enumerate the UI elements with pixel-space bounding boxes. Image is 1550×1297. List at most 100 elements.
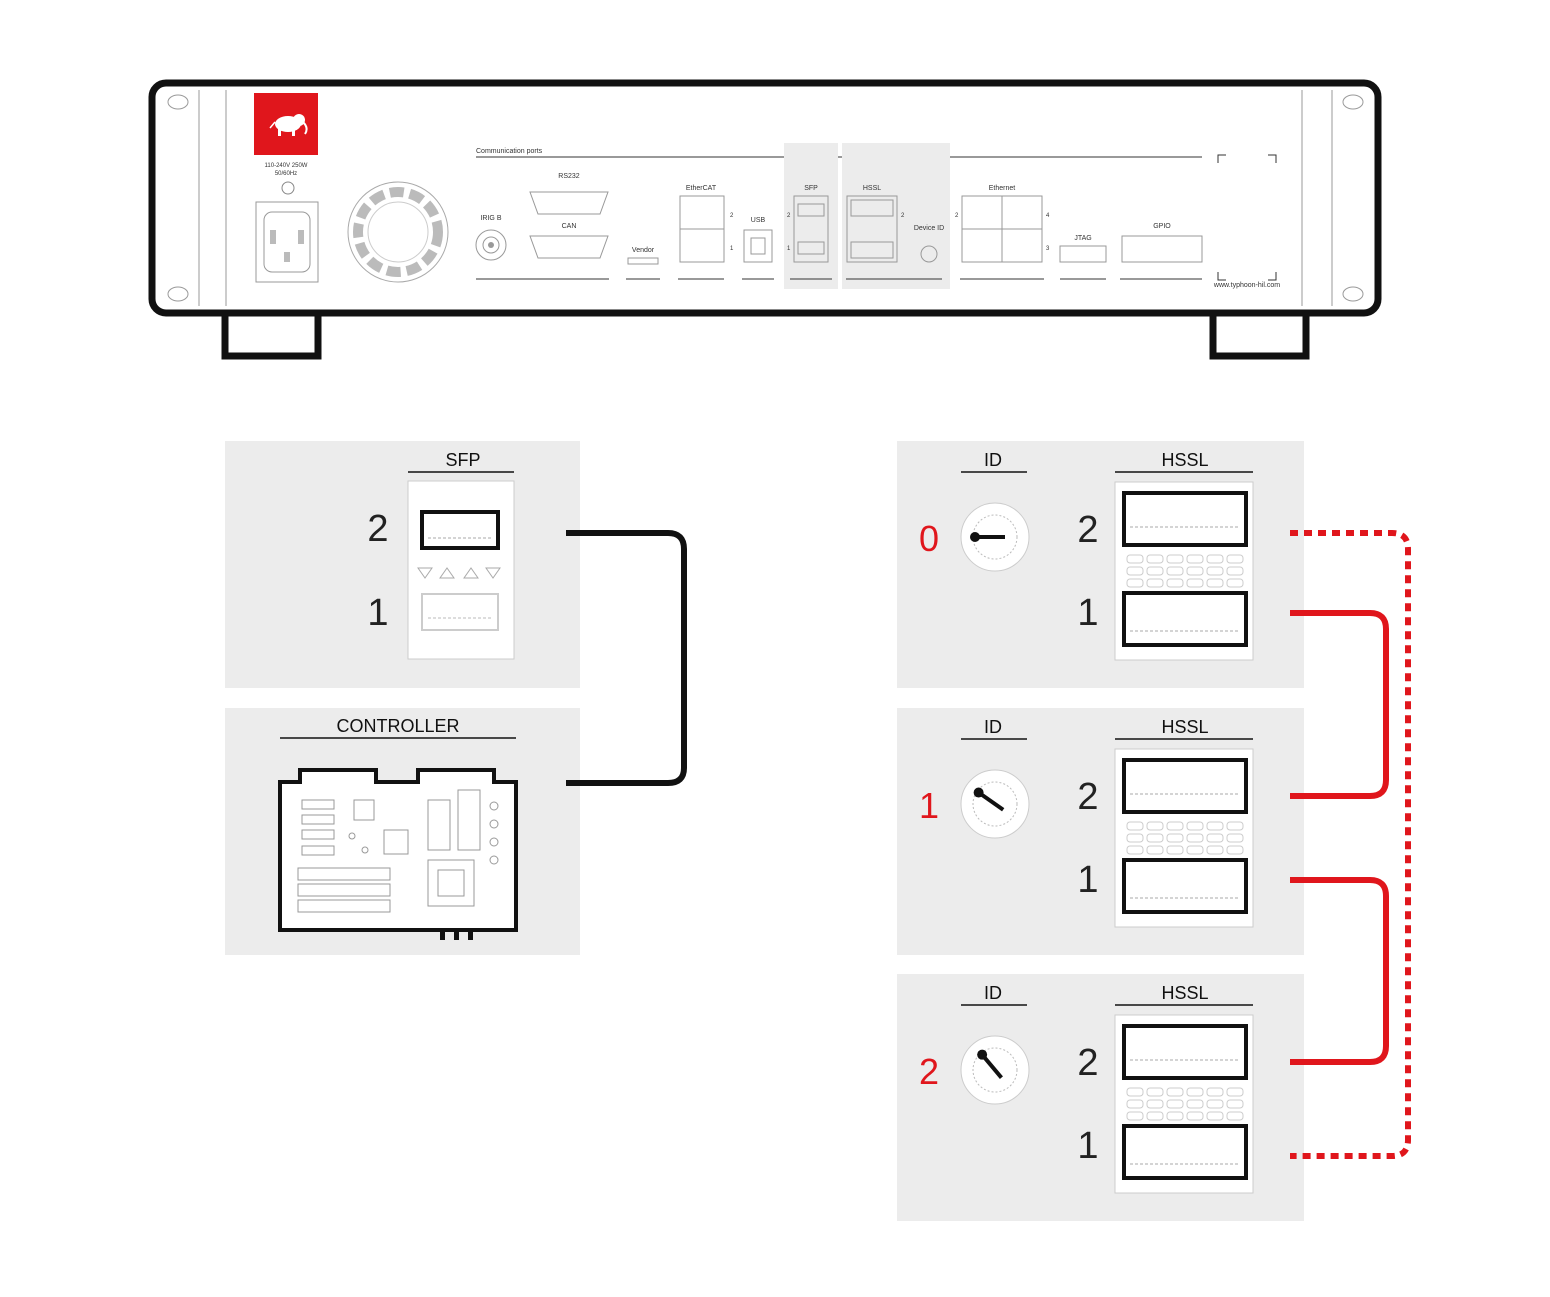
ethercat-port-1-number: 1 xyxy=(730,246,734,252)
hssl-vent-slot xyxy=(1166,1099,1184,1109)
device-id-switch xyxy=(920,245,938,263)
communication-ports-title: Communication ports xyxy=(476,148,543,155)
hssl-port-2 xyxy=(1122,758,1248,814)
hssl-vent-slot xyxy=(1146,578,1164,588)
hssl-vent-slot xyxy=(1186,578,1204,588)
sfp-device-label: SFP xyxy=(804,185,818,192)
hssl-vent-slot xyxy=(1146,845,1164,855)
rs232-port xyxy=(529,191,609,215)
sfp-title: SFP xyxy=(445,450,480,470)
hssl-vent-slot xyxy=(1226,566,1244,576)
website-url: www.typhoon-hil.com xyxy=(1213,282,1280,289)
hssl-cable-1-to-2 xyxy=(1290,877,1389,1065)
rs232-label: RS232 xyxy=(558,173,580,180)
power-inlet xyxy=(255,201,319,283)
hssl-vent-slot xyxy=(1226,1087,1244,1097)
hssl-vent-slot xyxy=(1126,1111,1144,1121)
hssl-vent-slot xyxy=(1206,554,1224,564)
hssl-vent-slot xyxy=(1146,833,1164,843)
hssl-vent-slot xyxy=(1126,578,1144,588)
hssl-port-1 xyxy=(1122,1124,1248,1180)
hssl-vent-slot xyxy=(1226,578,1244,588)
vendor-label: Vendor xyxy=(632,247,655,254)
sfp-port-2 xyxy=(420,510,500,550)
sfp-port-2-number: 2 xyxy=(367,508,388,550)
usb-label: USB xyxy=(751,217,766,224)
hssl-cable-0-to-1 xyxy=(1290,610,1389,799)
ethercat-port-2-number: 2 xyxy=(730,213,734,219)
power-rating-line1: 110-240V 250W xyxy=(265,163,308,169)
hssl-port-1 xyxy=(1122,858,1248,914)
ethernet-port-4-number: 4 xyxy=(1046,213,1050,219)
gpio-label: GPIO xyxy=(1153,223,1171,230)
vendor-port xyxy=(627,257,659,265)
device-id-value: 0 xyxy=(919,518,939,559)
device-front-panel: 110-240V 250W 50/60Hz Communication port… xyxy=(148,79,1382,360)
gpio-port xyxy=(1121,235,1203,263)
hssl-port-2-number: 2 xyxy=(1077,776,1098,818)
ground-screw-icon xyxy=(281,181,295,195)
device-chassis xyxy=(148,79,1382,317)
rack-hole-icon xyxy=(167,94,189,110)
hssl-port-2 xyxy=(1122,1024,1248,1080)
jtag-port xyxy=(1059,245,1107,263)
hssl-loop-cable-dotted xyxy=(1290,530,1411,1159)
hssl-vent-slot xyxy=(1186,821,1204,831)
hssl-vent-slot xyxy=(1146,1111,1164,1121)
irig-label: IRIG B xyxy=(480,215,501,222)
can-label: CAN xyxy=(562,223,577,230)
hssl-label: HSSL xyxy=(1161,983,1208,1003)
hssl-port-1-number: 1 xyxy=(1077,592,1098,634)
hssl-vent-slot xyxy=(1166,845,1184,855)
hssl-vent-slot xyxy=(1146,1099,1164,1109)
sfp-device-port-1-number: 1 xyxy=(787,246,791,252)
rotary-switch-arrow-icon xyxy=(977,790,1005,812)
hssl-port-1-number: 1 xyxy=(1077,1125,1098,1167)
hssl-vent-slot xyxy=(1126,845,1144,855)
hssl-vent-slot xyxy=(1206,578,1224,588)
jtag-label: JTAG xyxy=(1074,235,1091,242)
can-port xyxy=(529,235,609,259)
id-label: ID xyxy=(984,450,1002,470)
rack-hole-icon xyxy=(167,286,189,302)
sfp-device-port-2-number: 2 xyxy=(787,213,791,219)
hssl-vent-slot xyxy=(1166,833,1184,843)
hssl-vent-slot xyxy=(1186,566,1204,576)
hssl-vent-slot xyxy=(1126,1099,1144,1109)
hssl-port-2-number: 2 xyxy=(1077,1042,1098,1084)
usb-port xyxy=(743,229,773,263)
id-label: ID xyxy=(984,717,1002,737)
controller-title: CONTROLLER xyxy=(336,716,459,736)
hssl-label: HSSL xyxy=(1161,450,1208,470)
hssl-device-port-2-number: 2 xyxy=(901,213,905,219)
device-id-label: Device ID xyxy=(914,225,944,232)
hssl-port-2-number: 2 xyxy=(1077,509,1098,551)
fan-icon xyxy=(347,181,449,283)
hssl-vent-slot xyxy=(1126,566,1144,576)
hssl-vent-slot xyxy=(1166,578,1184,588)
hssl-vent-slot xyxy=(1226,1099,1244,1109)
hssl-vent-slot xyxy=(1226,833,1244,843)
hssl-label: HSSL xyxy=(1161,717,1208,737)
hssl-vent-slot xyxy=(1206,1111,1224,1121)
rack-hole-icon xyxy=(1342,286,1364,302)
hssl-vent-slot xyxy=(1186,845,1204,855)
hssl-vent-slot xyxy=(1186,1087,1204,1097)
hssl-vent-slot xyxy=(1186,833,1204,843)
hssl-vent-slot xyxy=(1186,1111,1204,1121)
sfp-controller-cable xyxy=(566,530,687,786)
hssl-vent-slot xyxy=(1126,833,1144,843)
sfp-device-port xyxy=(793,195,829,263)
hssl-vent-slot xyxy=(1126,821,1144,831)
hssl-vent-slot xyxy=(1166,821,1184,831)
hssl-vent-slot xyxy=(1166,1111,1184,1121)
rack-hole-icon xyxy=(1342,94,1364,110)
hssl-vent-slot xyxy=(1146,821,1164,831)
hssl-vent-slot xyxy=(1186,554,1204,564)
hssl-vent-slot xyxy=(1206,833,1224,843)
device-id-value: 2 xyxy=(919,1051,939,1092)
